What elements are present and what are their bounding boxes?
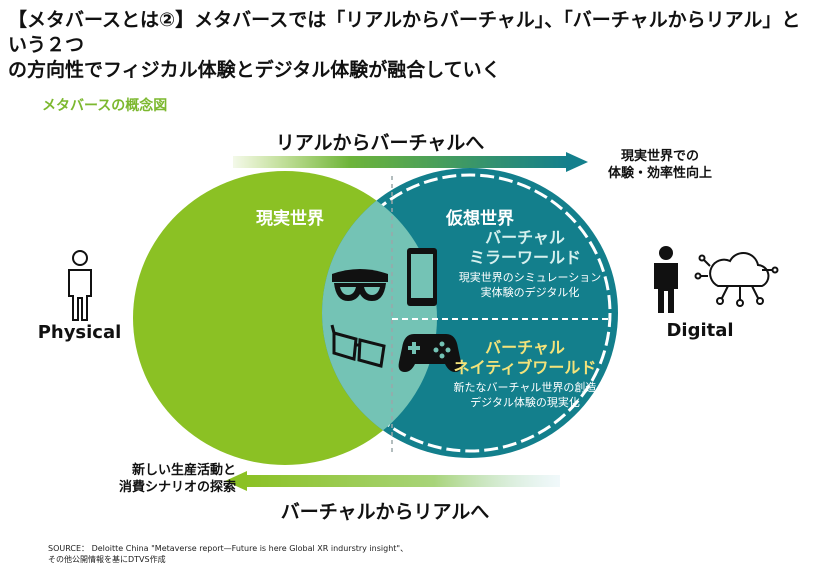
digital-label: Digital [666, 320, 734, 341]
arrow-bottom-label: バーチャルからリアルへ [280, 501, 490, 523]
person-icon [68, 250, 92, 321]
page-title: 【メタバースとは②】メタバースでは「リアルからバーチャル」、「バーチャルからリア… [8, 8, 808, 83]
person-icon [654, 246, 678, 313]
title-line-2: の方向性でフィジカル体験とデジタル体験が融合していく [8, 59, 501, 81]
3d-glasses-icon [330, 324, 386, 368]
mirror-world-description: 現実世界のシミュレーション 実体験のデジタル化 [458, 271, 602, 299]
virtual-world-dashed-outline [328, 173, 612, 453]
gamepad-icon [398, 334, 462, 372]
native-world-title: バーチャル ネイティブワールド [453, 338, 597, 377]
mirror-world-title: バーチャル ミラーワールド [468, 228, 581, 267]
virtual-world-label: 仮想世界 [446, 209, 514, 229]
diagram-subtitle: メタバースの概念図 [42, 98, 168, 114]
note-real-world-efficiency: 現実世界での 体験・効率性向上 [607, 149, 712, 181]
vr-goggles-icon [332, 269, 388, 301]
title-line-1: 【メタバースとは②】メタバースでは「リアルからバーチャル」、「バーチャルからリア… [8, 9, 801, 56]
real-world-label: 現実世界 [256, 209, 324, 229]
arrow-real-to-virtual [233, 152, 588, 172]
smartphone-icon [407, 248, 437, 306]
arrow-top-label: リアルからバーチャルへ [275, 132, 485, 154]
physical-label: Physical [37, 322, 122, 343]
native-world-description: 新たなバーチャル世界の創造 デジタル体験の現実化 [453, 381, 597, 409]
note-new-production-consumption: 新しい生産活動と 消費シナリオの探索 [118, 463, 236, 495]
cloud-network-icon [694, 251, 779, 307]
overlap-region [322, 171, 437, 458]
arrow-virtual-to-real [225, 471, 560, 491]
source-note: SOURCE： Deloitte China "Metaverse report… [48, 544, 409, 564]
